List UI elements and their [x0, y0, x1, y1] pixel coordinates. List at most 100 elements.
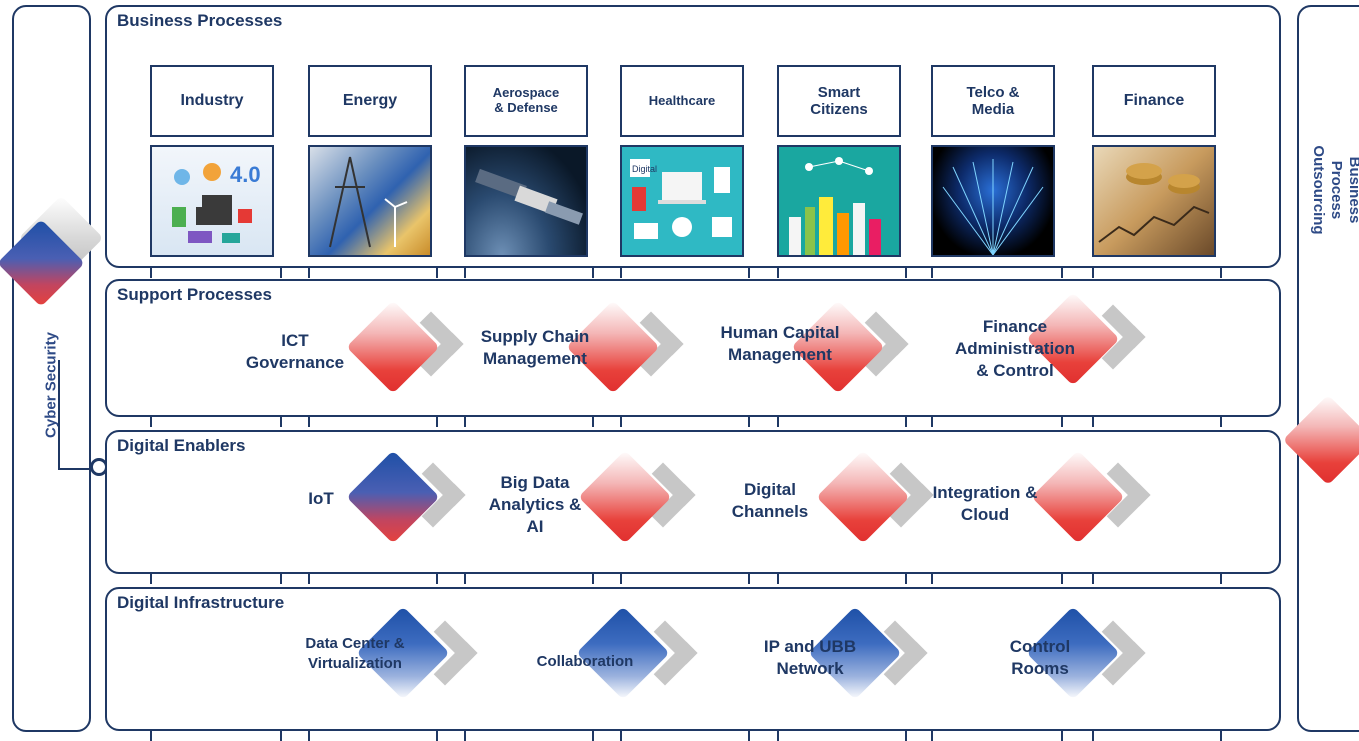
enabler-item-big-data[interactable]: Big Data Analytics & AI [488, 473, 582, 537]
sector-label: Industry [150, 65, 274, 137]
tick-mark [1092, 417, 1094, 427]
tick-mark [464, 574, 466, 584]
tick-mark [620, 574, 622, 584]
svg-text:4.0: 4.0 [230, 162, 261, 187]
tick-mark [464, 731, 466, 741]
bpo-label-text: Business Process Outsourcing [1310, 145, 1359, 235]
tick-mark [1061, 731, 1063, 741]
tick-mark [436, 574, 438, 584]
tick-mark [592, 417, 594, 427]
digital-infrastructure-title: Digital Infrastructure [117, 593, 285, 612]
tick-mark [150, 268, 152, 278]
tick-mark [777, 417, 779, 427]
bpo-label: Business Process Outsourcing [1309, 145, 1359, 234]
tick-mark [308, 574, 310, 584]
tick-mark [436, 268, 438, 278]
tick-mark [748, 417, 750, 427]
tick-mark [150, 731, 152, 741]
tick-mark [592, 574, 594, 584]
tick-mark [592, 268, 594, 278]
tick-mark [464, 417, 466, 427]
coins-icon [1092, 145, 1216, 257]
tick-mark [931, 731, 933, 741]
tick-mark [1220, 268, 1222, 278]
sector-label: Finance [1092, 65, 1216, 137]
tick-mark [1061, 268, 1063, 278]
enabler-item-digital-channels[interactable]: Digital Channels [731, 480, 809, 522]
smart-city-icon [777, 145, 901, 257]
tick-mark [464, 268, 466, 278]
tick-mark [1092, 731, 1094, 741]
fiber-optic-icon [931, 145, 1055, 257]
tick-mark [931, 574, 933, 584]
sector-smart-citizens[interactable]: Smart Citizens [777, 65, 901, 257]
cyber-security-panel [12, 5, 91, 732]
tick-mark [931, 417, 933, 427]
tick-mark [905, 731, 907, 741]
sector-industry[interactable]: Industry 4.0 [150, 65, 274, 257]
infra-item-collaboration[interactable]: Collaboration [536, 653, 634, 670]
tick-mark [280, 731, 282, 741]
tick-mark [620, 268, 622, 278]
space-station-icon [464, 145, 588, 257]
tick-mark [748, 731, 750, 741]
tick-mark [280, 417, 282, 427]
tick-mark [931, 268, 933, 278]
infra-item-ip-ubb-network[interactable]: IP and UBB Network [763, 637, 857, 679]
tick-mark [905, 417, 907, 427]
sector-label: Healthcare [620, 65, 744, 137]
energy-icon [308, 145, 432, 257]
tick-mark [280, 574, 282, 584]
sector-energy[interactable]: Energy [308, 65, 432, 257]
tick-mark [748, 268, 750, 278]
support-item-ict-governance[interactable]: ICT Governance [245, 331, 345, 373]
tick-mark [777, 268, 779, 278]
tick-mark [592, 731, 594, 741]
infra-item-data-center[interactable]: Data Center & Virtualization [305, 635, 405, 672]
tick-mark [308, 268, 310, 278]
sector-label: Smart Citizens [777, 65, 901, 137]
tick-mark [1061, 417, 1063, 427]
bpo-panel [1297, 5, 1359, 732]
tick-mark [905, 268, 907, 278]
svg-text:Digital: Digital [632, 164, 657, 174]
tick-mark [748, 574, 750, 584]
tick-mark [1092, 268, 1094, 278]
tick-mark [436, 731, 438, 741]
tick-mark [777, 574, 779, 584]
support-processes-title: Support Processes [117, 285, 272, 304]
support-item-supply-chain[interactable]: Supply Chain Management [480, 327, 590, 369]
sector-aerospace-defense[interactable]: Aerospace & Defense [464, 65, 588, 257]
sector-healthcare[interactable]: Healthcare Digital [620, 65, 744, 257]
industry-4-0-icon: 4.0 [150, 145, 274, 257]
tick-mark [1220, 731, 1222, 741]
infra-item-control-rooms[interactable]: Control Rooms [1009, 637, 1071, 679]
support-item-human-capital[interactable]: Human Capital Management [720, 323, 840, 365]
business-processes-title: Business Processes [117, 11, 283, 30]
tick-mark [308, 417, 310, 427]
tick-mark [280, 268, 282, 278]
tick-mark [1061, 574, 1063, 584]
healthcare-icon: Digital [620, 145, 744, 257]
tick-mark [1220, 417, 1222, 427]
cyber-security-label: Cyber Security [42, 332, 60, 438]
tick-mark [1092, 574, 1094, 584]
enabler-item-iot[interactable]: IoT [308, 489, 334, 508]
sector-finance[interactable]: Finance [1092, 65, 1216, 257]
tick-mark [620, 417, 622, 427]
tick-mark [905, 574, 907, 584]
support-processes-band: Support Processes [105, 279, 1281, 417]
sector-telco-media[interactable]: Telco & Media [931, 65, 1055, 257]
sector-label: Telco & Media [931, 65, 1055, 137]
digital-enablers-title: Digital Enablers [117, 436, 246, 455]
tick-mark [150, 574, 152, 584]
support-item-finance-admin[interactable]: Finance Administration & Control [955, 317, 1075, 381]
tick-mark [150, 417, 152, 427]
tick-mark [308, 731, 310, 741]
enabler-item-integration-cloud[interactable]: Integration & Cloud [932, 483, 1038, 525]
tick-mark [1220, 574, 1222, 584]
tick-mark [620, 731, 622, 741]
tick-mark [436, 417, 438, 427]
sector-label: Energy [308, 65, 432, 137]
tick-mark [777, 731, 779, 741]
